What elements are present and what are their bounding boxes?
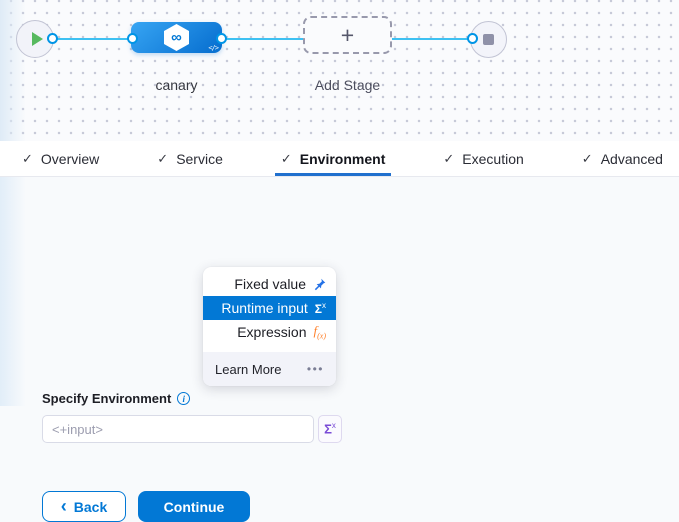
tab-label: Service xyxy=(176,150,223,167)
dropdown-footer: Learn More ••• xyxy=(203,352,336,386)
back-button-label: Back xyxy=(73,498,108,515)
tab-overview[interactable]: ✓ Overview xyxy=(16,141,105,176)
environment-panel: Specify Environment i Σx ‹ Back Continue xyxy=(0,177,679,522)
option-label: Runtime input xyxy=(221,300,308,316)
add-stage-label: Add Stage xyxy=(314,77,381,93)
option-runtime-input[interactable]: Runtime input Σx xyxy=(203,296,336,320)
field-label-text: Specify Environment xyxy=(42,391,172,406)
check-icon: ✓ xyxy=(443,150,455,166)
pipeline-canvas: ∞ </> + canary Add Stage xyxy=(0,0,679,141)
connector-dot[interactable] xyxy=(216,33,227,44)
sigma-icon: Σx xyxy=(314,300,326,316)
add-stage-button[interactable]: + xyxy=(303,16,392,54)
tab-service[interactable]: ✓ Service xyxy=(151,141,229,176)
play-icon xyxy=(31,32,43,46)
option-fixed-value[interactable]: Fixed value xyxy=(203,272,336,296)
environment-input[interactable] xyxy=(42,415,314,443)
sigma-icon: Σx xyxy=(324,421,336,437)
input-type-options: Fixed value Runtime input Σx Expression … xyxy=(203,267,336,349)
stage-node-canary[interactable]: ∞ </> xyxy=(131,22,222,53)
continue-button-label: Continue xyxy=(163,498,225,515)
fx-icon: f(x) xyxy=(313,322,326,341)
code-icon: </> xyxy=(208,44,219,52)
specify-environment-label: Specify Environment i xyxy=(42,391,191,406)
connector-dot[interactable] xyxy=(47,33,58,44)
stage-tabs: ✓ Overview ✓ Service ✓ Environment ✓ Exe… xyxy=(0,141,679,177)
connector-dot[interactable] xyxy=(467,33,478,44)
option-label: Expression xyxy=(237,324,307,340)
infinity-glyph: ∞ xyxy=(171,29,182,46)
stage-name-label: canary xyxy=(155,77,198,93)
ellipsis-icon[interactable]: ••• xyxy=(306,362,324,376)
back-button[interactable]: ‹ Back xyxy=(42,491,126,522)
check-icon: ✓ xyxy=(280,150,292,166)
tab-label: Advanced xyxy=(600,150,663,167)
option-label: Fixed value xyxy=(234,276,306,292)
stop-icon xyxy=(483,34,494,45)
harness-stage-icon: ∞ xyxy=(164,24,189,51)
check-icon: ✓ xyxy=(22,150,33,166)
tab-label: Execution xyxy=(462,150,524,167)
chevron-left-icon: ‹ xyxy=(60,495,67,516)
tab-advanced[interactable]: ✓ Advanced xyxy=(576,141,669,176)
connector-dot[interactable] xyxy=(127,33,138,44)
tab-label: Environment xyxy=(299,150,386,167)
plus-icon: + xyxy=(340,21,355,48)
tab-label: Overview xyxy=(40,150,100,167)
check-icon: ✓ xyxy=(581,150,593,166)
check-icon: ✓ xyxy=(157,150,169,166)
learn-more-link[interactable]: Learn More xyxy=(215,361,282,377)
pipeline-connector-line xyxy=(52,38,473,40)
continue-button[interactable]: Continue xyxy=(138,491,250,522)
option-expression[interactable]: Expression f(x) xyxy=(203,320,336,344)
input-type-selector-button[interactable]: Σx xyxy=(318,415,342,443)
pin-icon xyxy=(313,278,326,291)
input-type-dropdown: Fixed value Runtime input Σx Expression … xyxy=(203,267,336,386)
tab-execution[interactable]: ✓ Execution xyxy=(437,141,529,176)
info-icon[interactable]: i xyxy=(177,392,191,405)
tab-environment[interactable]: ✓ Environment xyxy=(275,141,391,176)
